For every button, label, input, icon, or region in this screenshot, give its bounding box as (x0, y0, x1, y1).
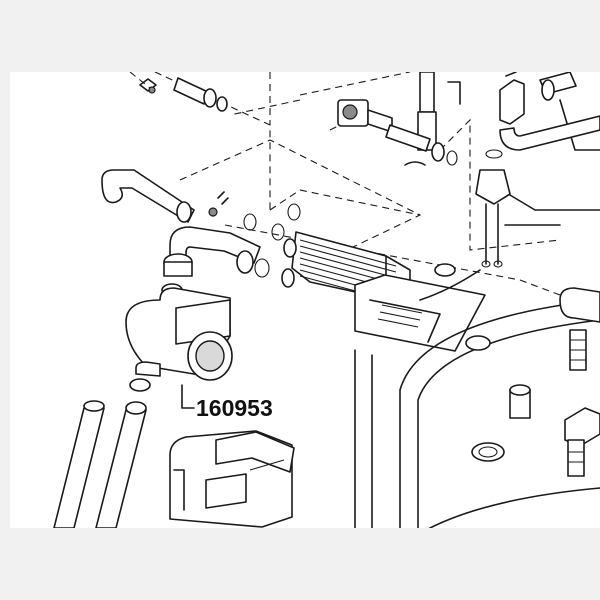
valve-icon (337, 72, 461, 166)
top-margin-bar (0, 0, 600, 72)
pipe-bend-icon (475, 72, 600, 268)
hose-pipes (53, 400, 147, 528)
part-number-label: 160953 (196, 395, 273, 421)
outlet-pipe (169, 203, 301, 278)
part-label-leader (181, 384, 195, 409)
insulation-plate (354, 274, 486, 352)
top-left-fittings (139, 77, 228, 112)
insulation-shell-icon (169, 430, 295, 528)
pipe-bend-icon (101, 169, 229, 223)
bottom-margin-bar (0, 528, 600, 600)
left-margin-bar (0, 72, 10, 528)
pump-icon (125, 253, 233, 392)
storage-tank-icon (354, 263, 600, 528)
